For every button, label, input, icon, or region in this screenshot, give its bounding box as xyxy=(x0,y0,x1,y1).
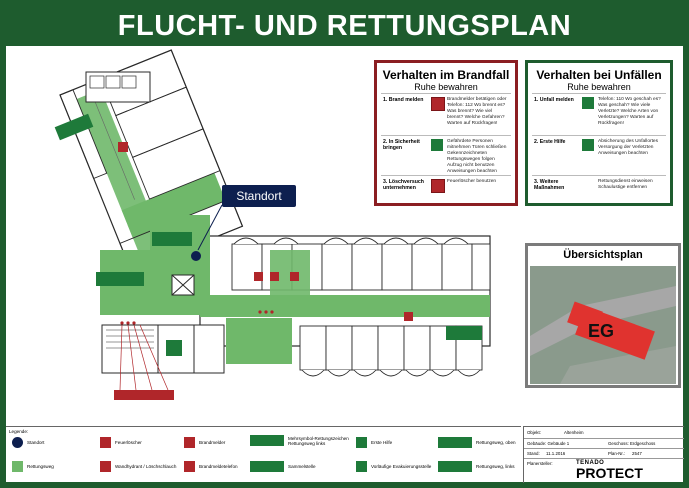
exit-sign-icon xyxy=(152,232,192,246)
plan-value: 2547 xyxy=(632,451,642,456)
plan-label: Plan-Nr.: xyxy=(608,451,626,456)
objekt-value: Altenheim xyxy=(564,430,584,435)
legend-item: Mehrsymbol-Rettungszeichen Rettungsweg l… xyxy=(250,435,350,446)
fire-step-label: 2. In Sicherheit bringen xyxy=(383,139,420,151)
exit-arrow-up-icon xyxy=(438,437,472,448)
accident-step: 3. Weitere Maßnahmen Rettungsdienst einw… xyxy=(532,175,666,202)
accident-step: 2. Erste Hilfe Absicherung des Unfallort… xyxy=(532,135,666,174)
fire-alarm-icon xyxy=(114,390,174,400)
fire-step: 3. Löschversuch unternehmen Feuerlöscher… xyxy=(381,175,511,202)
legend-item: Rettungsweg, oben xyxy=(438,437,516,448)
fire-extinguisher-icon xyxy=(431,179,445,193)
phone-icon xyxy=(582,97,594,109)
legend-item: Vorläufige Evakuierungsstelle xyxy=(356,461,436,472)
accident-instructions-title: Verhalten bei Unfällen xyxy=(536,68,662,82)
first-aid-icon xyxy=(582,139,594,151)
evacuation-point-icon xyxy=(356,461,367,472)
exit-sign-icon xyxy=(96,272,144,286)
fire-step-label: 3. Löschversuch unternehmen xyxy=(383,179,424,191)
stand-label: Stand: xyxy=(527,451,540,456)
overview-panel: Übersichtsplan EG xyxy=(525,243,681,388)
fire-alarm-icon xyxy=(184,437,195,448)
fire-phone-icon xyxy=(184,461,195,472)
stand-value: 11.1.2016 xyxy=(546,451,566,456)
fire-step-label: 1. Brand melden xyxy=(383,97,424,103)
fire-step-text: Feuerlöscher benutzen xyxy=(447,179,497,184)
fire-extinguisher-icon xyxy=(404,312,413,321)
fire-step: 1. Brand melden Brandmelder betätigen od… xyxy=(381,93,511,134)
legend: Legende: Standort Rettungsweg Feuerlösch… xyxy=(6,426,521,483)
legend-item: Standort xyxy=(12,437,44,448)
first-aid-icon xyxy=(356,437,367,448)
accident-instructions-panel: Verhalten bei Unfällen Ruhe bewahren 1. … xyxy=(525,60,673,206)
fire-instructions-panel: Verhalten im Brandfall Ruhe bewahren 1. … xyxy=(374,60,518,206)
escape-route-icon xyxy=(12,461,23,472)
plan-title: FLUCHT- UND RETTUNGSPLAN xyxy=(6,6,683,46)
fire-extinguisher-icon xyxy=(118,142,128,152)
legend-heading: Legende: xyxy=(9,429,29,434)
ersteller-label: Planersteller: xyxy=(527,461,553,466)
fire-extinguisher-icon xyxy=(290,272,299,281)
legend-item: Erste Hilfe xyxy=(356,437,392,448)
accident-step-label: 2. Erste Hilfe xyxy=(534,139,566,145)
accident-instructions-subtitle: Ruhe bewahren xyxy=(567,82,631,92)
exit-sign-icon xyxy=(166,340,182,356)
legend-item: Rettungsweg xyxy=(12,461,54,472)
assembly-point-icon xyxy=(250,461,284,472)
alarm-button-icon xyxy=(431,97,445,111)
brand-logo: PROTECT xyxy=(576,465,643,481)
fire-step-text: Brandmelder betätigen oder Telefon: 112 … xyxy=(447,97,507,126)
brand-small: TENADO xyxy=(576,460,605,466)
accident-step-text: Absicherung des Unfallortes Versorgung d… xyxy=(598,139,658,156)
gebaeude-label: Gebäude: Gebäude 1 xyxy=(527,441,570,446)
fire-instructions-subtitle: Ruhe bewahren xyxy=(414,82,478,92)
exit-left-icon xyxy=(438,461,472,472)
standort-callout: Standort xyxy=(222,185,296,207)
overview-map xyxy=(530,266,676,384)
fire-extinguisher-icon xyxy=(100,437,111,448)
fire-extinguisher-icon xyxy=(270,272,279,281)
accident-step: 1. Unfall melden Telefon: 110 Wo geschah… xyxy=(532,93,666,134)
fire-instructions-title: Verhalten im Brandfall xyxy=(382,68,510,82)
accident-step-text: Telefon: 110 Wo geschah es? Was geschah?… xyxy=(598,97,661,126)
standort-icon xyxy=(12,437,23,448)
wall-hydrant-icon xyxy=(100,461,111,472)
accident-step-label: 1. Unfall melden xyxy=(534,97,574,103)
overview-title: Übersichtsplan xyxy=(563,249,643,261)
fire-step-text: Gefährdete Personen mitnehmen Türen schl… xyxy=(447,139,507,174)
accident-step-label: 3. Weitere Maßnahmen xyxy=(534,179,565,191)
legend-item: Rettungsweg, links xyxy=(438,461,515,472)
legend-item: Sammelstelle xyxy=(250,461,316,472)
geschoss-label: Geschoss: Erdgeschoss xyxy=(608,441,656,446)
exit-sign-icon xyxy=(446,326,482,340)
standort-marker xyxy=(191,251,201,261)
exit-arrow-left-icon xyxy=(250,435,284,446)
running-person-icon xyxy=(431,139,443,151)
objekt-label: Objekt: xyxy=(527,430,541,435)
legend-item: Brandmeldetelefon xyxy=(184,461,238,472)
accident-step-text: Rettungsdienst einweisen Schaulustige en… xyxy=(598,179,653,190)
legend-item: Brandmelder xyxy=(184,437,225,448)
title-block: Objekt: Altenheim Gebäude: Gebäude 1 Ges… xyxy=(523,426,684,483)
overview-floor-label: EG xyxy=(588,321,615,341)
fire-step: 2. In Sicherheit bringen Gefährdete Pers… xyxy=(381,135,511,174)
fire-extinguisher-icon xyxy=(254,272,263,281)
legend-item: Wandhydrant / Löschschlauch xyxy=(100,461,176,472)
legend-item: Feuerlöscher xyxy=(100,437,142,448)
